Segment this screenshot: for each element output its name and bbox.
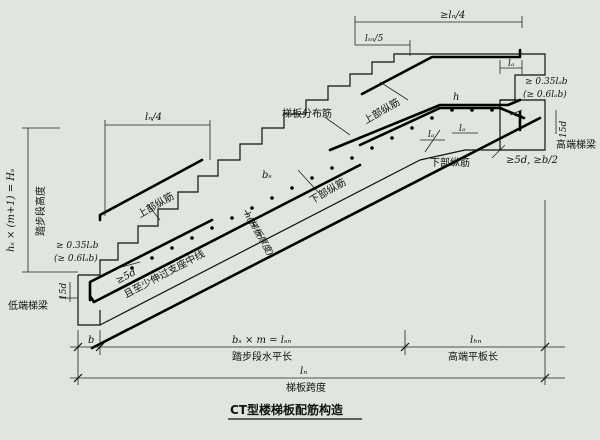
- label-bs: bₛ: [262, 170, 272, 181]
- slab-bottom: [99, 159, 421, 326]
- upper-bar-high: [360, 48, 522, 96]
- label-anchor-low-2: (≥ 0.6lₐb): [54, 253, 98, 264]
- label-anchor-high-1: ≥ 0.35lₐb: [525, 77, 568, 87]
- label-lsn5: lₛₙ/5: [365, 34, 384, 44]
- low-end-beam-outline: [77, 275, 101, 326]
- label-dim-lhn-sub: 高端平板长: [448, 350, 498, 363]
- label-dim-b: b: [88, 335, 94, 346]
- label-h: h: [453, 92, 459, 103]
- label-dist-bar: 梯板分布筋: [282, 107, 332, 120]
- upper-bar-low: [88, 158, 214, 302]
- label-dim-step-len: bₛ × m = lₛₙ: [232, 335, 291, 346]
- label-la-left: lₐ: [428, 130, 434, 140]
- label-total-height: hₛ × (m+1) = Hₛ: [6, 169, 17, 252]
- label-la-right: lₐ: [459, 124, 465, 134]
- label-15d-left: 15d: [59, 283, 69, 300]
- label-lower-bar-mid: 下部纵筋: [307, 175, 348, 206]
- label-dim-ln: lₙ: [300, 366, 307, 377]
- label-la: lₐ: [508, 59, 514, 69]
- label-ln4-top: ≥lₙ/4: [440, 10, 465, 21]
- label-anchor-low-1: ≥ 0.35lₐb: [56, 241, 99, 251]
- label-total-height-sub: 踏步段高度: [34, 186, 47, 236]
- lower-bar-high: [358, 106, 526, 147]
- label-high-beam: 高端梯梁: [556, 138, 596, 151]
- label-dim-lhn: lₕₙ: [470, 335, 482, 346]
- label-dim-step-len-sub: 踏步段水平长: [232, 350, 292, 363]
- diagram-caption: CT型楼梯板配筋构造: [230, 402, 344, 417]
- label-anchor-high-2: (≥ 0.6lₐb): [523, 89, 567, 100]
- label-lower-bar-high: 下部纵筋: [430, 156, 470, 169]
- label-ln4-left: lₙ/4: [145, 112, 162, 123]
- upper-slab-bar: [328, 98, 522, 152]
- label-15d-right: 15d: [559, 121, 569, 138]
- distribution-bar-dots: [130, 108, 494, 270]
- label-dim-ln-sub: 梯板跨度: [286, 381, 326, 394]
- stair-steps: [99, 53, 420, 275]
- thickness-leader: [244, 209, 263, 239]
- high-end-beam-outline: [500, 99, 546, 151]
- label-ge5d-b2: ≥5d, ≥b/2: [506, 155, 558, 166]
- lower-bar-low-end: [88, 163, 362, 304]
- lower-long-bar: [90, 116, 542, 350]
- label-low-beam: 低端梯梁: [8, 299, 48, 312]
